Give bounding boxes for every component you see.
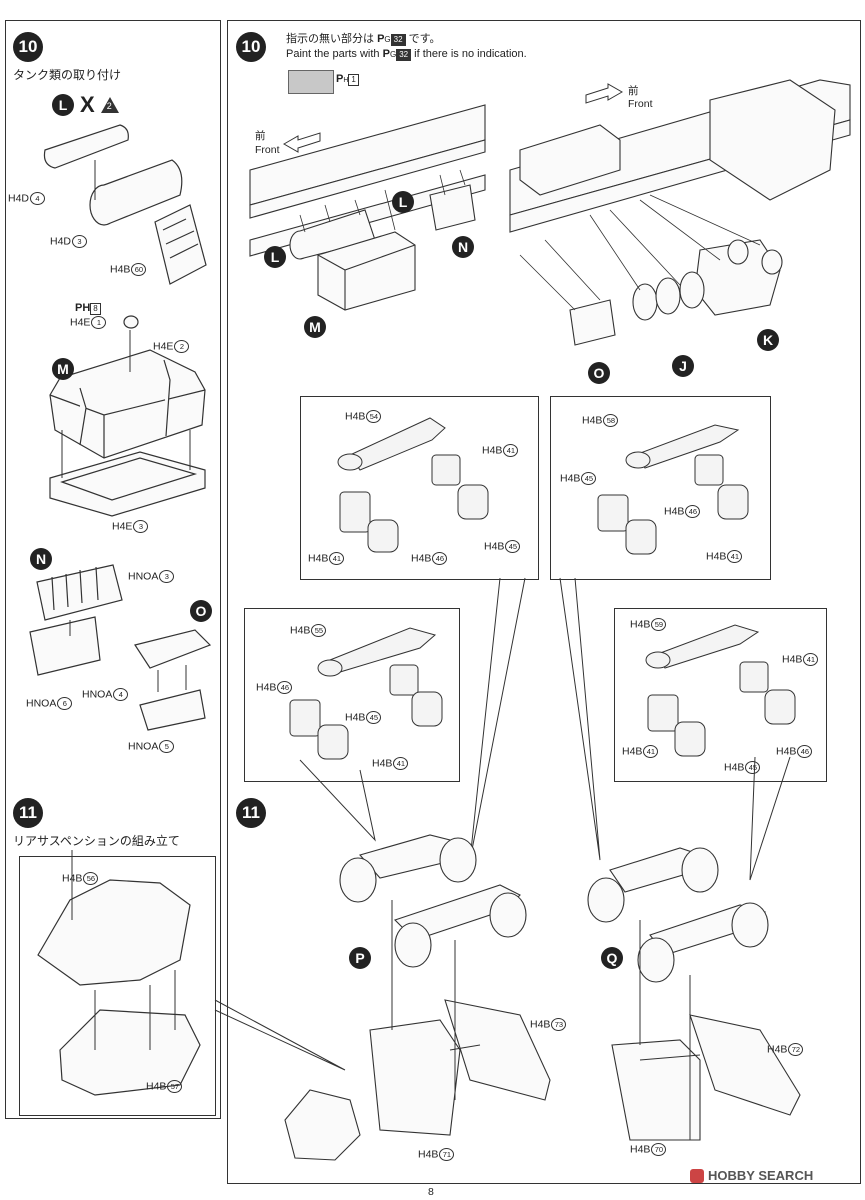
right-step-11-number: 11 <box>236 798 266 828</box>
badge-k: K <box>757 329 779 351</box>
badge-l: L <box>52 94 74 116</box>
badge-l-upper: L <box>392 191 414 213</box>
front-arrow-left-icon <box>282 132 321 153</box>
step-11-title: リアサスペンションの組み立て <box>13 834 180 848</box>
inset-a <box>300 396 539 580</box>
inset-c <box>244 608 460 782</box>
front-arrow-right-icon <box>585 83 624 104</box>
front-label-right-jp: 前 <box>628 85 639 97</box>
badge-o-right: O <box>588 362 610 384</box>
badge-m-right: M <box>304 316 326 338</box>
badge-l-lower: L <box>264 246 286 268</box>
front-label-left-en: Front <box>255 144 280 156</box>
badge-n: N <box>30 548 52 570</box>
badge-p: P <box>349 947 371 969</box>
step-10-title: タンク類の取り付け <box>13 68 122 82</box>
x-icon: X <box>80 92 95 117</box>
warning-triangle-icon: 2 <box>100 97 119 113</box>
badge-n-right: N <box>452 236 474 258</box>
badge-j: J <box>672 355 694 377</box>
badge-o: O <box>190 600 212 622</box>
watermark: HOBBY SEARCH <box>690 1168 813 1183</box>
front-label-right-en: Front <box>628 98 653 110</box>
paint-swatch <box>288 70 334 94</box>
front-label-left-jp: 前 <box>255 130 266 142</box>
badge-m: M <box>52 358 74 380</box>
inset-b <box>550 396 771 580</box>
right-step-10-number: 10 <box>236 32 266 62</box>
step-11-number: 11 <box>13 798 43 828</box>
left-step11-inset <box>19 856 216 1116</box>
warning-symbols: L X 2 <box>52 92 119 118</box>
step-10-number: 10 <box>13 32 43 62</box>
watermark-logo-icon <box>690 1168 704 1183</box>
page-number: 8 <box>428 1186 434 1198</box>
badge-q: Q <box>601 947 623 969</box>
inset-d <box>614 608 827 782</box>
